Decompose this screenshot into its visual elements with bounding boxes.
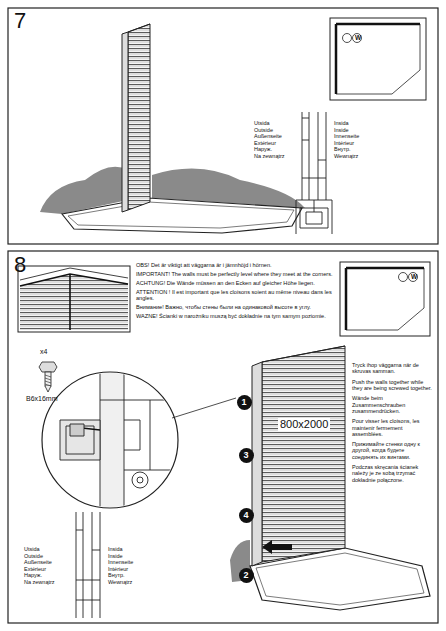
side-label: Außenseite [254, 133, 298, 139]
wall-panel [128, 24, 150, 210]
side-label: Inside [108, 553, 152, 559]
callout-number: 1 [237, 395, 252, 410]
side-label: Наруж. [24, 572, 68, 578]
side-label: Inside [334, 127, 378, 133]
wall-panel [262, 346, 345, 562]
side-label: Intérieur [108, 566, 152, 572]
profile-section [76, 512, 100, 618]
plan-marker: W [410, 273, 418, 280]
instruction-note: Прижимайте стенки одну к другой, когда б… [352, 441, 432, 460]
leader-line [172, 398, 236, 418]
instruction-note: Podczas skręcania ścianek należy je ze s… [352, 464, 432, 483]
side-label: Insida [108, 546, 152, 552]
plan-marker: W [354, 34, 362, 41]
warning-note: WAZNE! Ścianki w narożniku muszą być dok… [136, 313, 336, 319]
side-label: Внутр. [334, 146, 378, 152]
side-label: Innenseite [108, 559, 152, 565]
warning-note: Внимание! Важно, чтобы стены были на оди… [136, 304, 336, 310]
corner-detail [18, 266, 130, 332]
side-label: Outside [24, 553, 68, 559]
side-label: Outside [254, 127, 298, 133]
side-label: Innenseite [334, 133, 378, 139]
callout-text: 1 [241, 397, 246, 407]
side-label: Utsida [24, 546, 68, 552]
side-label: Na zewnątrz [254, 153, 298, 159]
side-label: Intérieur [334, 140, 378, 146]
side-label: Na zewnątrz [24, 579, 68, 585]
step-frame [8, 8, 438, 244]
side-label: Außenseite [24, 559, 68, 565]
step-frame [8, 251, 438, 623]
profile-section [296, 112, 332, 234]
dimension: 800x2000 [278, 418, 330, 431]
warning-note: OBS! Det är viktigt att väggarna är i jä… [136, 262, 336, 268]
side-label: Extérieur [24, 566, 68, 572]
callout-text: 3 [243, 450, 248, 460]
callout-number: 3 [239, 448, 254, 463]
instruction-note: Push the walls together while they are b… [352, 379, 432, 392]
side-label: Extérieur [254, 140, 298, 146]
callout-text: 2 [243, 570, 248, 580]
side-label: Внутр. [108, 572, 152, 578]
warning-note: ATTENTION ! Il est important que les clo… [136, 289, 336, 302]
warning-note: IMPORTANT! The walls must be perfectly l… [136, 271, 336, 277]
step-number: 8 [14, 254, 38, 276]
side-label: Наруж. [254, 146, 298, 152]
side-label: Wewnątrz [108, 579, 152, 585]
side-label: Insida [334, 120, 378, 126]
instruction-note: Pour visser les cloisons, les maintenir … [352, 418, 432, 437]
side-label: Wewnątrz [334, 153, 378, 159]
screw-icon [39, 362, 57, 392]
push-arrow [262, 540, 292, 554]
callout-number: 2 [239, 568, 254, 583]
instruction-note: Wände beim Zusammenschrauben zusammendrü… [352, 395, 432, 414]
part-label: B6x16mm [26, 395, 76, 403]
step-number: 7 [14, 10, 38, 32]
warning-note: ACHTUNG! Die Wände müssen an den Ecken a… [136, 280, 336, 286]
side-label: Utsida [254, 120, 298, 126]
callout-text: 4 [243, 510, 248, 520]
part-label: x4 [40, 348, 60, 356]
callout-number: 4 [239, 508, 254, 523]
instruction-note: Tryck ihop väggarna när de skruvas samma… [352, 362, 432, 375]
shower-tray [62, 198, 302, 233]
plan-view [330, 18, 426, 100]
plan-view [340, 262, 430, 336]
